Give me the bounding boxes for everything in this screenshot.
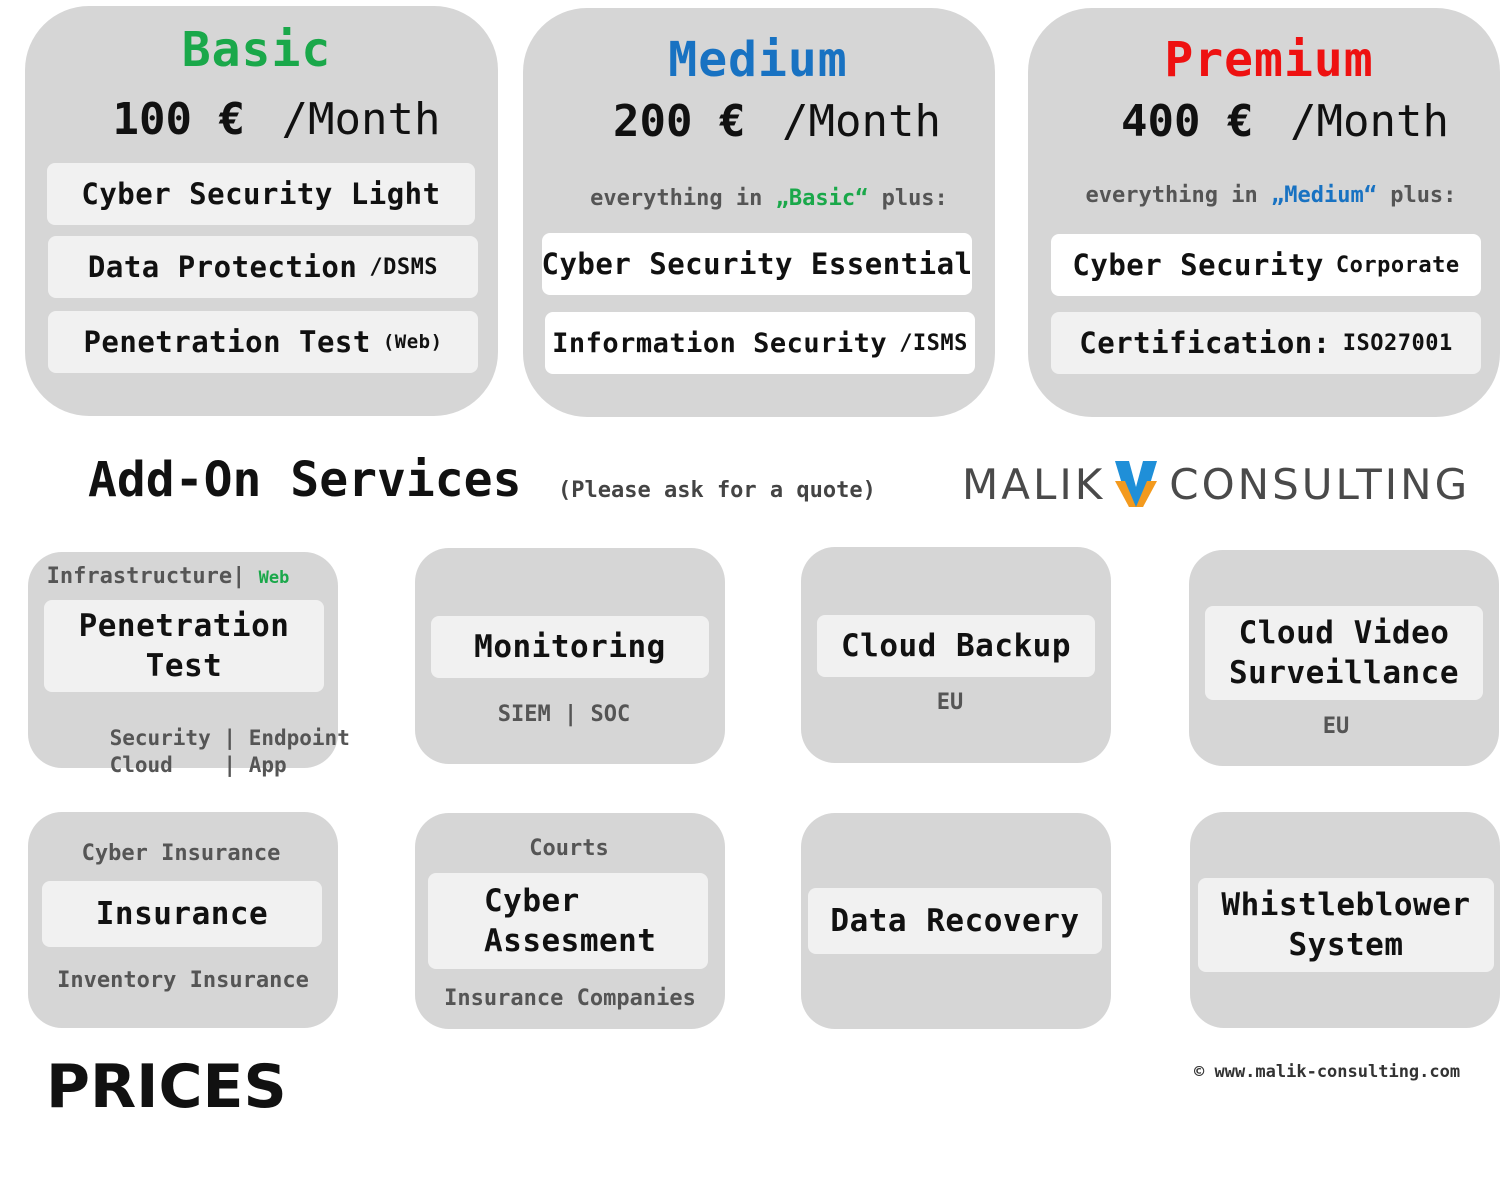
tag-separator: | bbox=[223, 726, 237, 750]
service-top-caption: Infrastructure| Web bbox=[0, 564, 338, 589]
addon-note: (Please ask for a quote) bbox=[558, 478, 876, 503]
note-reference: „Medium“ bbox=[1270, 183, 1377, 208]
page-title: PRICES bbox=[46, 1052, 287, 1122]
plan-price: 200 € /Month bbox=[559, 96, 995, 147]
plan-feature: Certification: ISO27001 bbox=[1051, 312, 1481, 374]
plan-price: 400 € /Month bbox=[1070, 96, 1500, 147]
company-logo: MALIK CONSULTING bbox=[962, 456, 1470, 512]
plan-feature: Cyber Security Corporate bbox=[1051, 234, 1481, 296]
service-caption: EU bbox=[936, 690, 964, 715]
v-logo-icon bbox=[1115, 461, 1158, 507]
service-title-line: Whistleblower bbox=[1221, 887, 1471, 923]
service-title-line: Cyber bbox=[484, 883, 580, 919]
feature-label: Cyber Security Light bbox=[81, 177, 441, 211]
service-title-line: Test bbox=[145, 648, 223, 684]
service-card-video: Cloud Video Surveillance EU bbox=[1189, 550, 1499, 766]
plan-feature: Data Protection /DSMS bbox=[48, 236, 478, 298]
price-amount: 200 € bbox=[613, 96, 746, 147]
tag-text: Cloud bbox=[109, 753, 173, 777]
note-reference: „Basic“ bbox=[775, 186, 869, 211]
tag-separator: | bbox=[223, 753, 237, 777]
plan-card-premium: Premium 400 € /Month everything in „Medi… bbox=[1028, 8, 1500, 417]
note-text: plus: bbox=[1376, 183, 1457, 208]
copyright-text: © www.malik-consulting.com bbox=[1194, 1062, 1461, 1082]
service-title-line: Cloud Video bbox=[1238, 615, 1450, 651]
feature-sub: Corporate bbox=[1335, 252, 1460, 278]
tag-text: Endpoint bbox=[248, 726, 350, 750]
service-title-box: Cyber Assesment bbox=[428, 873, 708, 969]
plan-price: 100 € /Month bbox=[55, 94, 498, 145]
service-title-box: Monitoring bbox=[431, 616, 709, 678]
service-caption: SIEM | SOC bbox=[497, 702, 631, 727]
plan-card-basic: Basic 100 € /Month Cyber Security Light … bbox=[25, 6, 498, 416]
service-card-insurance: Cyber Insurance Insurance Inventory Insu… bbox=[28, 812, 338, 1028]
feature-label: Certification: bbox=[1079, 326, 1331, 360]
price-period: /Month bbox=[1290, 96, 1449, 147]
feature-label: Cyber Security Essential bbox=[541, 247, 973, 281]
feature-sub: (Web) bbox=[382, 331, 443, 353]
price-period: /Month bbox=[281, 94, 441, 145]
feature-label: Penetration Test bbox=[83, 325, 371, 359]
service-title-box: Whistleblower System bbox=[1198, 878, 1494, 972]
logo-text-right: CONSULTING bbox=[1169, 459, 1471, 509]
plan-title: Basic bbox=[181, 22, 332, 78]
service-title-box: Cloud Backup bbox=[817, 615, 1095, 677]
plan-card-medium: Medium 200 € /Month everything in „Basic… bbox=[523, 8, 995, 417]
service-title: Monitoring bbox=[474, 629, 666, 665]
service-top-caption: Courts bbox=[529, 836, 609, 861]
service-title: Insurance bbox=[95, 896, 269, 932]
service-card-assessment: Courts Cyber Assesment Insurance Compani… bbox=[415, 813, 725, 1029]
service-bottom-caption: Insurance Companies bbox=[444, 986, 696, 1011]
service-card-pentest: Infrastructure| Web Penetration Test Sec… bbox=[28, 552, 350, 777]
service-tags: Cloud | App bbox=[59, 725, 287, 806]
service-title-box: Cloud Video Surveillance bbox=[1205, 606, 1483, 700]
note-text: plus: bbox=[868, 186, 948, 211]
caption-text: Infrastructure| bbox=[46, 564, 246, 589]
plan-feature: Information Security /ISMS bbox=[545, 312, 975, 374]
plan-note: everything in „Medium“ plus: bbox=[1042, 183, 1500, 208]
service-card-recovery: Data Recovery bbox=[801, 813, 1111, 1029]
note-text: everything in bbox=[590, 186, 776, 211]
price-amount: 100 € bbox=[112, 94, 245, 145]
service-title-line: Penetration bbox=[78, 608, 290, 644]
service-title-box: Data Recovery bbox=[808, 888, 1102, 954]
service-title-box: Insurance bbox=[42, 881, 322, 947]
logo-text-left: MALIK bbox=[962, 459, 1106, 509]
plan-feature: Cyber Security Light bbox=[47, 163, 475, 225]
tag-text: App bbox=[248, 753, 287, 777]
service-card-backup: Cloud Backup EU bbox=[801, 547, 1111, 763]
feature-sub: ISO27001 bbox=[1342, 330, 1453, 356]
note-text: everything in bbox=[1085, 183, 1271, 208]
plan-feature: Cyber Security Essential bbox=[541, 233, 973, 295]
service-bottom-caption: Inventory Insurance bbox=[57, 968, 309, 993]
price-amount: 400 € bbox=[1121, 96, 1254, 147]
feature-sub: /ISMS bbox=[899, 330, 968, 356]
feature-label: Data Protection bbox=[87, 250, 358, 284]
service-title-line: System bbox=[1288, 927, 1404, 963]
plan-title: Medium bbox=[668, 32, 848, 88]
service-caption: EU bbox=[1322, 714, 1350, 739]
price-period: /Month bbox=[782, 96, 941, 147]
feature-label: Cyber Security bbox=[1072, 248, 1324, 282]
caption-highlight: Web bbox=[258, 568, 290, 588]
tag-text: Security bbox=[109, 726, 211, 750]
service-title: Cloud Backup bbox=[841, 628, 1071, 664]
plan-feature: Penetration Test (Web) bbox=[48, 311, 478, 373]
feature-label: Information Security bbox=[552, 327, 888, 359]
service-card-whistleblower: Whistleblower System bbox=[1190, 812, 1500, 1028]
feature-sub: /DSMS bbox=[369, 254, 439, 280]
service-tags: Security | Endpoint bbox=[59, 698, 350, 779]
service-card-monitoring: Monitoring SIEM | SOC bbox=[415, 548, 725, 764]
service-title-line: Surveillance bbox=[1229, 655, 1459, 691]
plan-title: Premium bbox=[1164, 32, 1374, 88]
service-title-box: Penetration Test bbox=[44, 600, 324, 692]
plan-note: everything in „Basic“ plus: bbox=[543, 186, 995, 211]
service-top-caption: Cyber Insurance bbox=[81, 841, 281, 866]
service-title: Data Recovery bbox=[830, 903, 1080, 939]
addon-heading: Add-On Services bbox=[88, 452, 522, 508]
service-title-line: Assesment bbox=[484, 923, 657, 959]
